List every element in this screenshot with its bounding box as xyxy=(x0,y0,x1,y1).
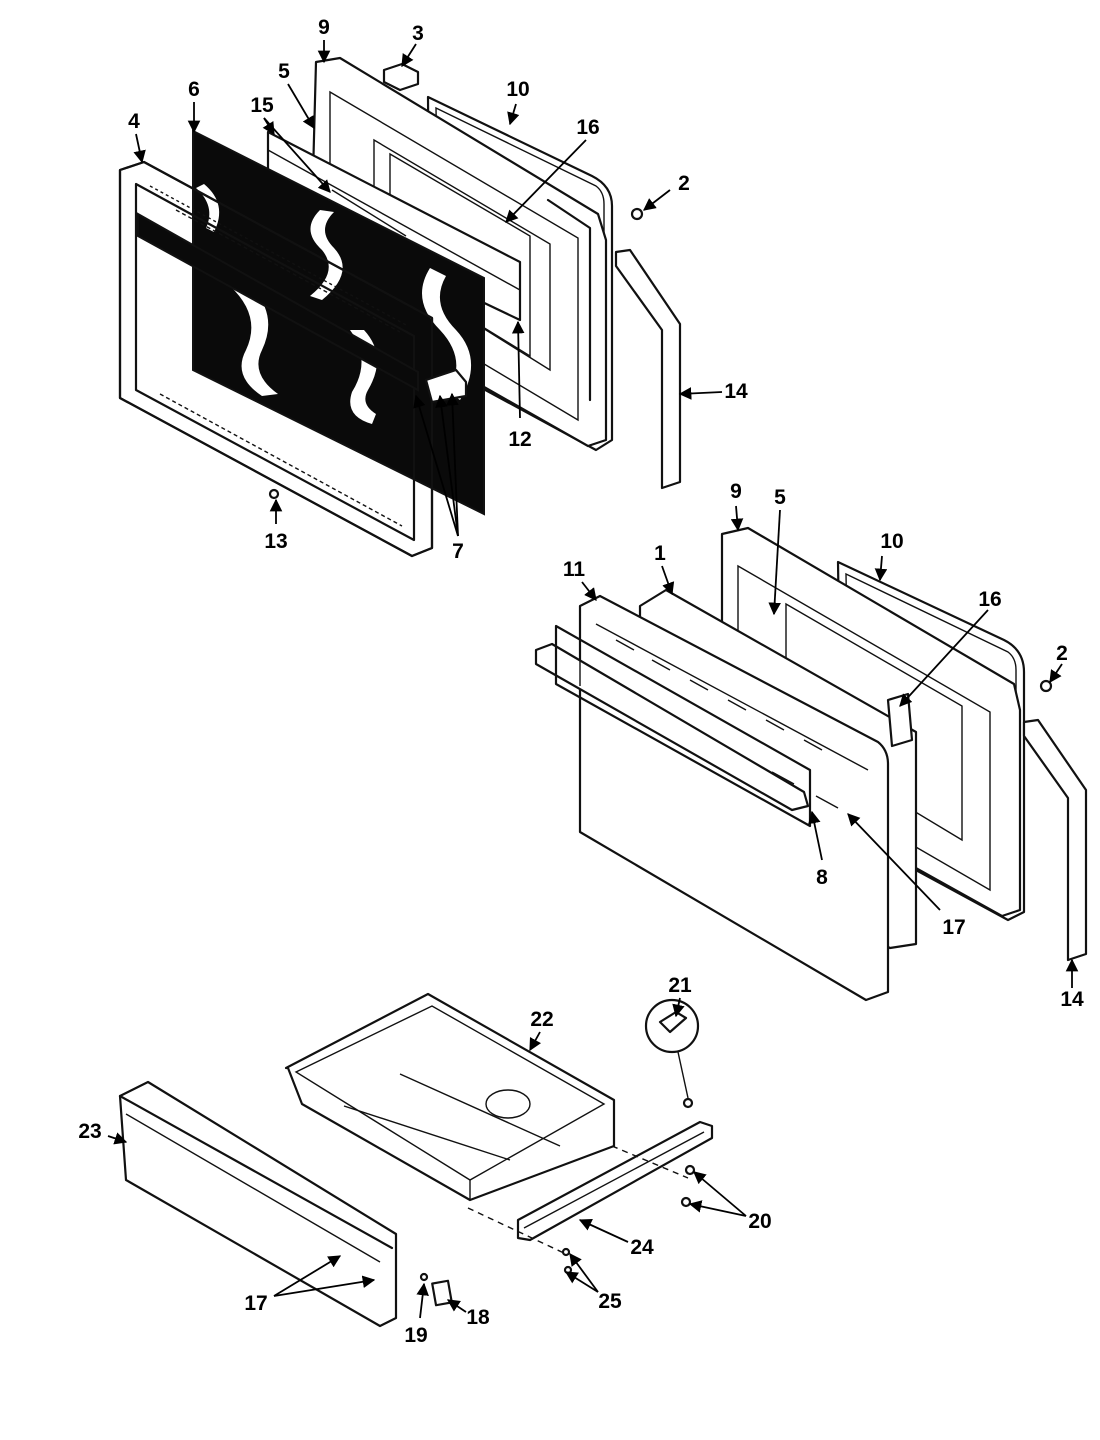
callout-1: 1 xyxy=(654,542,666,565)
callout-4: 4 xyxy=(128,110,140,133)
callout-17-lower-door: 17 xyxy=(942,916,965,939)
callout-labels: 9 3 5 10 6 15 16 4 2 14 12 13 7 9 5 10 1… xyxy=(78,16,1084,1347)
upper-door-handle-strip xyxy=(137,212,419,392)
callout-23: 23 xyxy=(78,1120,101,1143)
lower-hinge-bracket xyxy=(886,692,914,748)
drawer-front-screw xyxy=(419,1272,429,1282)
lower-door-handle xyxy=(534,642,810,812)
callout-16-upper: 16 xyxy=(576,116,599,139)
callout-14-upper: 14 xyxy=(724,380,748,403)
callout-13: 13 xyxy=(264,530,287,553)
callout-7: 7 xyxy=(452,540,464,563)
callout-18: 18 xyxy=(466,1306,490,1329)
callout-15: 15 xyxy=(250,94,274,117)
callout-2-lower: 2 xyxy=(1056,642,1068,665)
callout-6: 6 xyxy=(188,78,200,101)
callout-16-lower: 16 xyxy=(978,588,1001,611)
callout-17-drawer: 17 xyxy=(244,1292,267,1315)
callout-2-upper: 2 xyxy=(678,172,690,195)
callout-5-upper: 5 xyxy=(278,60,290,83)
drawer-front xyxy=(118,1080,398,1328)
callout-8: 8 xyxy=(816,866,828,889)
callout-11: 11 xyxy=(563,558,586,581)
callout-22: 22 xyxy=(530,1008,553,1031)
bottom-screw xyxy=(268,488,280,500)
callout-9-upper: 9 xyxy=(318,16,330,39)
upper-door-assembly xyxy=(118,56,682,558)
callout-25: 25 xyxy=(598,1290,622,1313)
callout-10-upper: 10 xyxy=(506,78,529,101)
callout-12: 12 xyxy=(508,428,531,451)
top-clip xyxy=(382,62,420,92)
leader-lines xyxy=(107,40,1079,1319)
callout-9-lower: 9 xyxy=(730,480,742,503)
callout-19: 19 xyxy=(404,1324,427,1347)
lower-side-trim xyxy=(1022,718,1088,962)
callout-14-lower: 14 xyxy=(1060,988,1084,1011)
drawer-slide-rail xyxy=(516,1120,714,1242)
callout-3: 3 xyxy=(412,22,424,45)
drawer-assembly xyxy=(118,992,714,1328)
lower-door-front-panel xyxy=(578,594,890,1002)
callout-21: 21 xyxy=(668,974,692,997)
clip-detail-circle xyxy=(644,998,700,1054)
lower-door-assembly xyxy=(534,526,1088,1002)
callout-5-lower: 5 xyxy=(774,486,786,509)
callout-24: 24 xyxy=(630,1236,654,1259)
drawer-label xyxy=(431,1279,453,1307)
callout-10-lower: 10 xyxy=(880,530,903,553)
clip-detail-icon xyxy=(658,1010,688,1034)
callout-20: 20 xyxy=(748,1210,771,1233)
lower-screw xyxy=(1039,679,1053,693)
upper-screw xyxy=(630,207,644,221)
upper-side-trim xyxy=(614,248,682,490)
handle-trim-strip xyxy=(554,624,812,828)
